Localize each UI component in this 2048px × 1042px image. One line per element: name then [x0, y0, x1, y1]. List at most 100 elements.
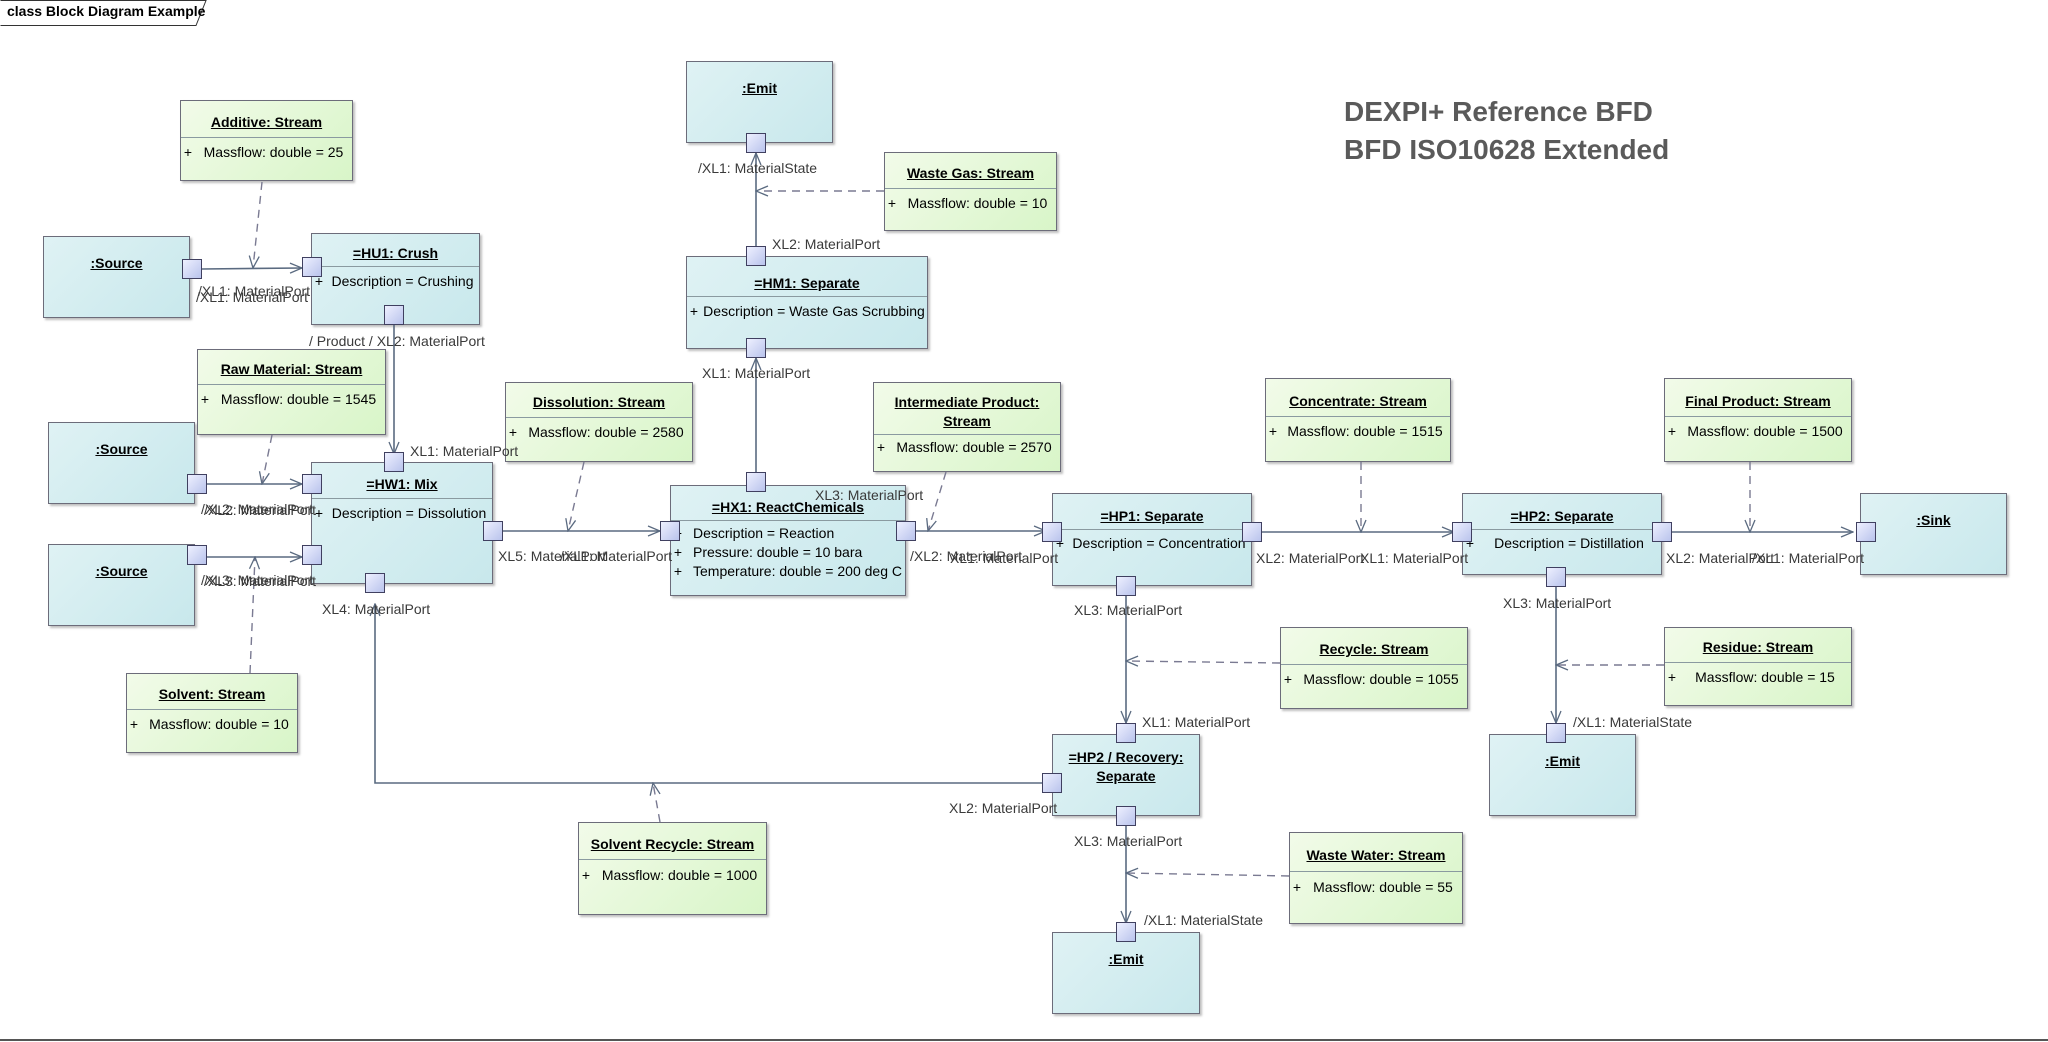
stream-attribute: Massflow: double = 55 [1313, 879, 1453, 895]
stream-attribute: Massflow: double = 15 [1695, 669, 1835, 685]
block-attribute: Description = Concentration [1072, 535, 1246, 551]
port-hp2r-xl3[interactable] [1116, 806, 1136, 826]
port-label: /XL1: MaterialState [698, 160, 818, 176]
port-label: XL1: MaterialPort [1360, 550, 1469, 566]
port-label: /XL2: MaterialPort [204, 502, 317, 518]
emit-block-top[interactable]: :Emit [686, 61, 833, 143]
waste-water-stream[interactable]: Waste Water: Stream +Massflow: double = … [1289, 832, 1463, 924]
stream-association [262, 434, 273, 484]
raw-material-stream[interactable]: Raw Material: Stream +Massflow: double =… [197, 349, 386, 435]
diagram-frame-label: class Block Diagram Example [7, 3, 206, 19]
additive-stream[interactable]: Additive: Stream +Massflow: double = 25 [180, 100, 353, 181]
port-hp2-xl1[interactable] [1452, 522, 1472, 542]
final-product-stream[interactable]: Final Product: Stream +Massflow: double … [1664, 378, 1852, 462]
dissolution-stream[interactable]: Dissolution: Stream +Massflow: double = … [505, 382, 693, 462]
source-block-3[interactable]: :Source [48, 544, 195, 626]
port-hw1-xl5[interactable] [483, 521, 503, 541]
port-hw1-xl2[interactable] [302, 474, 322, 494]
port-hx1-xl2[interactable] [896, 521, 916, 541]
port-label: XL3: MaterialPort [1503, 595, 1612, 611]
hw1-mix-block[interactable]: =HW1: Mix +Description = Dissolution [311, 462, 493, 584]
port-label: XL2: MaterialPort [1256, 550, 1365, 566]
port-label: XL3: MaterialPort [815, 487, 924, 503]
port-label: XL1: MaterialPort [702, 365, 811, 381]
stream-name: Dissolution: Stream [532, 394, 666, 410]
source-block-2[interactable]: :Source [48, 422, 195, 504]
port-hp2-xl3[interactable] [1546, 567, 1566, 587]
recycle-stream[interactable]: Recycle: Stream +Massflow: double = 1055 [1280, 627, 1468, 709]
port-label: /XL2: MaterialPort [201, 501, 314, 517]
port-source2-xl2[interactable] [187, 474, 207, 494]
port-label: /XL3: MaterialPort [204, 573, 317, 589]
emit-block-hp2[interactable]: :Emit [1489, 734, 1636, 816]
residue-stream[interactable]: Residue: Stream +Massflow: double = 15 [1664, 627, 1852, 706]
plus-marker: + [887, 195, 897, 211]
port-hm1-xl2[interactable] [746, 246, 766, 266]
diagram-frame-tab: class Block Diagram Example [0, 0, 212, 26]
stream-name: Concentrate: Stream [1289, 393, 1427, 409]
port-label: /XL1: MaterialPort [1752, 550, 1865, 566]
port-hp1-xl3[interactable] [1116, 576, 1136, 596]
port-source1-xl1[interactable] [182, 259, 202, 279]
stream-association [1126, 661, 1281, 663]
diagram-title-line1: DEXPI+ Reference BFD [1344, 96, 1653, 127]
port-emit-bottom-xl1[interactable] [1116, 922, 1136, 942]
block-attribute: Description = Reaction [693, 525, 835, 541]
port-hp2r-xl2[interactable] [1042, 773, 1062, 793]
stream-attribute: Massflow: double = 10 [149, 716, 289, 732]
port-hp2r-xl1[interactable] [1116, 723, 1136, 743]
port-hw1-xl3[interactable] [302, 545, 322, 565]
solvent-stream[interactable]: Solvent: Stream +Massflow: double = 10 [126, 673, 298, 753]
port-hm1-xl1[interactable] [746, 338, 766, 358]
stream-name-line2: Stream [943, 413, 991, 429]
stream-attribute: Massflow: double = 10 [907, 195, 1048, 211]
port-hx1-xl1[interactable] [660, 521, 680, 541]
stream-name-line1: Intermediate Product: [894, 394, 1040, 410]
port-hw1-xl1[interactable] [384, 452, 404, 472]
block-attribute: Description = Crushing [331, 273, 474, 289]
port-hp1-xl2[interactable] [1242, 522, 1262, 542]
block-attribute: Description = Waste Gas Scrubbing [703, 303, 925, 319]
block-name: :Emit [1108, 951, 1144, 967]
stream-name: Solvent Recycle: Stream [590, 836, 755, 852]
stream-name: Waste Gas: Stream [906, 165, 1035, 181]
concentrate-stream[interactable]: Concentrate: Stream +Massflow: double = … [1265, 378, 1451, 462]
port-sink-xl1[interactable] [1856, 522, 1876, 542]
port-hx1-xl3[interactable] [746, 472, 766, 492]
stream-attribute: Massflow: double = 1055 [1303, 671, 1459, 687]
hp1-separate-block[interactable]: =HP1: Separate +Description = Concentrat… [1052, 493, 1252, 586]
port-emit-hp2-xl1[interactable] [1546, 723, 1566, 743]
block-name: =HW1: Mix [366, 476, 438, 492]
source-block-1[interactable]: :Source [43, 236, 190, 318]
plus-marker: + [314, 505, 324, 521]
port-label: /XL1: MaterialPort [560, 548, 673, 564]
waste-gas-stream[interactable]: Waste Gas: Stream + Massflow: double = 10 [884, 152, 1057, 231]
port-hp1-xl1[interactable] [1042, 522, 1062, 542]
plus-marker: + [183, 144, 193, 160]
port-label: XL2: MaterialPort [772, 236, 881, 252]
solvent-recycle-stream[interactable]: Solvent Recycle: Stream +Massflow: doubl… [578, 822, 767, 915]
port-hu1-xl2[interactable] [384, 305, 404, 325]
port-label: XL1: MaterialPort [950, 550, 1059, 566]
sink-block[interactable]: :Sink [1860, 493, 2007, 575]
hm1-separate-block[interactable]: =HM1: Separate +Description = Waste Gas … [686, 256, 928, 349]
hx1-reactchemicals-block[interactable]: =HX1: ReactChemicals +Description = Reac… [670, 485, 906, 596]
hp2-recovery-separate-block[interactable]: =HP2 / Recovery: Separate [1052, 734, 1200, 816]
port-hu1-xl1[interactable] [302, 257, 322, 277]
port-hp2-xl2[interactable] [1652, 522, 1672, 542]
block-attribute: Description = Distillation [1494, 535, 1644, 551]
plus-marker: + [200, 391, 210, 407]
plus-marker: + [129, 716, 139, 732]
plus-marker: + [314, 273, 324, 289]
port-emit-top-xl1[interactable] [746, 133, 766, 153]
port-label: XL3: MaterialPort [1074, 833, 1183, 849]
port-source3-xl3[interactable] [187, 545, 207, 565]
intermediate-product-stream[interactable]: Intermediate Product: Stream +Massflow: … [873, 382, 1061, 472]
plus-marker: + [1055, 535, 1065, 551]
stream-name: Recycle: Stream [1319, 641, 1429, 657]
emit-block-bottom[interactable]: :Emit [1052, 932, 1200, 1014]
port-label: XL3: MaterialPort [1074, 602, 1183, 618]
hp2-separate-block[interactable]: =HP2: Separate +Description = Distillati… [1462, 493, 1662, 575]
diagram-bottom-border [0, 1039, 2048, 1041]
port-hw1-xl4[interactable] [365, 573, 385, 593]
